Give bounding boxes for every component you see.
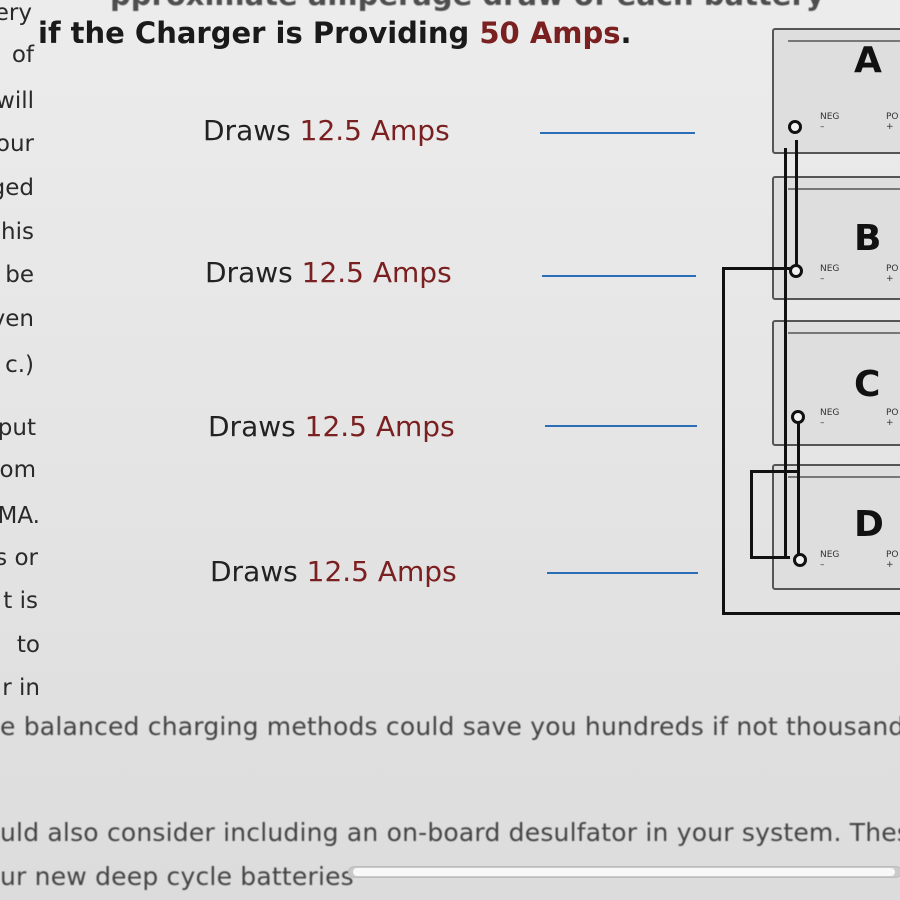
battery-cap (788, 188, 900, 196)
draw-label: Draws (203, 114, 300, 147)
draw-row: Draws 12.5 Amps (205, 256, 452, 289)
draw-amount: 12.5 Amps (301, 256, 452, 289)
left-fragment: MA. (0, 503, 40, 529)
draw-amount: 12.5 Amps (306, 555, 457, 588)
left-fragment: ged (0, 175, 34, 201)
battery-a: A NEG– PO+ (772, 28, 900, 154)
pos-label: PO+ (886, 408, 899, 428)
body-text-line: e balanced charging methods could save y… (0, 712, 900, 741)
neg-label: NEG– (820, 408, 840, 428)
battery-c: C NEG– PO+ (772, 320, 900, 446)
page-heading: if the Charger is Providing 50 Amps. (38, 16, 632, 50)
wire-outer-left (722, 267, 725, 614)
battery-d: D NEG– PO+ (772, 464, 900, 590)
lead-line (540, 132, 695, 134)
left-fragment: ven (0, 306, 34, 332)
battery-letter: C (854, 364, 881, 405)
terminal-a-neg (788, 120, 802, 134)
draw-row: Draws 12.5 Amps (208, 410, 455, 443)
wire-top-d (750, 470, 800, 473)
wire-a-to-b (795, 140, 798, 265)
neg-label: NEG– (820, 264, 840, 284)
left-fragment: om (0, 457, 36, 483)
wire-a-to-d (784, 148, 787, 556)
left-fragment: t is (3, 588, 38, 614)
terminal-d-neg (793, 553, 807, 567)
lead-line (547, 572, 698, 574)
left-fragment: of (11, 42, 34, 68)
pos-label: PO+ (886, 550, 899, 570)
battery-letter: D (854, 504, 884, 545)
battery-cap (788, 476, 900, 484)
battery-cap (788, 40, 900, 48)
heading-amount: 50 Amps (479, 16, 621, 50)
heading-partial-line: pproximate amperage draw of each battery (110, 0, 825, 12)
wire-d-down (797, 470, 800, 560)
pos-label: PO+ (886, 112, 899, 132)
pos-label: PO+ (886, 264, 899, 284)
neg-label: NEG– (820, 550, 840, 570)
left-fragment: c.) (5, 352, 34, 378)
battery-b: B NEG– PO+ (772, 176, 900, 300)
draw-row: Draws 12.5 Amps (210, 555, 457, 588)
wire-c-down (797, 420, 800, 470)
wire-b-out (722, 267, 796, 270)
horizontal-scrollbar[interactable] (348, 866, 900, 878)
left-fragment: his (1, 219, 34, 245)
left-fragment: to (16, 632, 40, 658)
wire-outer-bottom (722, 612, 900, 615)
neg-label: NEG– (820, 112, 840, 132)
battery-cap (788, 332, 900, 340)
scrollbar-thumb[interactable] (353, 868, 895, 876)
wire-d-link (750, 556, 790, 559)
heading-suffix: . (620, 16, 632, 50)
body-text-line: uld also consider including an on-board … (0, 818, 900, 847)
draw-row: Draws 12.5 Amps (203, 114, 450, 147)
left-fragment: r in (2, 675, 40, 701)
left-fragment: ery (0, 0, 32, 26)
left-fragment: be (5, 262, 34, 288)
draw-label: Draws (210, 555, 307, 588)
draw-amount: 12.5 Amps (299, 114, 450, 147)
left-fragment: our (0, 131, 34, 157)
battery-letter: A (854, 40, 882, 81)
heading-prefix: if the Charger is Providing (38, 16, 480, 50)
lead-line (545, 425, 697, 427)
left-fragment: s or (0, 545, 38, 571)
draw-label: Draws (205, 256, 302, 289)
wire-left-d (750, 470, 753, 559)
lead-line (542, 275, 696, 277)
draw-amount: 12.5 Amps (304, 410, 455, 443)
draw-label: Draws (208, 410, 305, 443)
left-fragment: put (0, 415, 36, 441)
body-text-line: ur new deep cycle batteries (0, 862, 354, 891)
terminal-c-neg (791, 410, 805, 424)
terminal-b-neg (789, 264, 803, 278)
battery-letter: B (854, 218, 882, 259)
left-fragment: will (0, 88, 34, 114)
